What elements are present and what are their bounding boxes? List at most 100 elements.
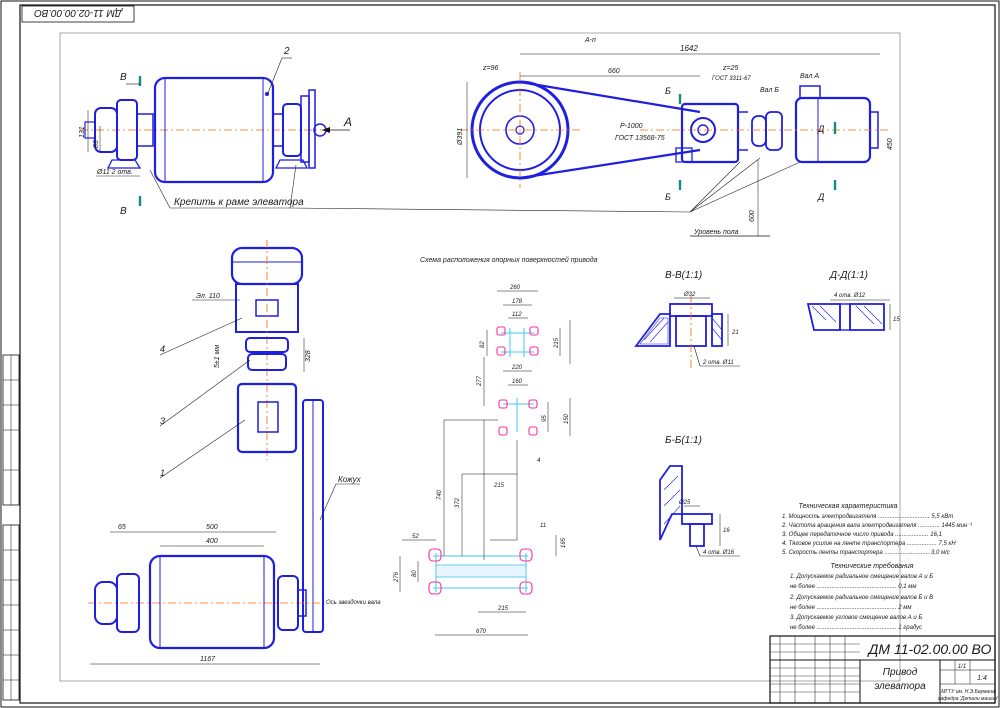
section-b-bottom: Б (665, 192, 671, 202)
title-name-line1: Привод (883, 667, 918, 678)
vv-dim-32: Ø32 (683, 292, 696, 298)
tech-req-line-1: 1. Допускаемое радиальное смещение валов… (790, 574, 933, 580)
bb-note: 4 отв. Ø16 (703, 550, 735, 556)
gost-top: ГОСТ 3311-67 (712, 76, 751, 82)
scheme-dim-372: 372 (455, 497, 461, 508)
item-1-label: 1 (160, 468, 165, 478)
z-big: z=96 (482, 65, 498, 72)
val-b: Вал Б (760, 87, 779, 94)
section-b-b: Б-Б(1:1) Ø25 16 4 отв. Ø16 (659, 435, 740, 557)
scheme-dim-276: 276 (394, 571, 400, 583)
plan-dim-328: 328 (305, 350, 312, 362)
scheme-dim-277: 277 (477, 375, 483, 387)
tech-char-line-5: 5. Скорость ленты транспортера .........… (782, 550, 950, 556)
support-scheme: Схема расположения опорных поверхностей … (394, 256, 598, 636)
tech-char-line-1: 1. Мощность электродвигателя ...........… (782, 514, 953, 520)
scheme-dim-215: 215 (554, 337, 560, 349)
item-3-label: 3 (160, 416, 165, 426)
frame-mount-note: Крепить к раме элеватора (174, 197, 304, 208)
guard-label: Кожух (338, 475, 362, 484)
scheme-dim-260: 260 (509, 285, 521, 291)
belt-label: Р-1000 (620, 123, 643, 130)
title-org-1: МГТУ им. Н.Э.Баумана (941, 689, 995, 695)
scheme-dim-4: 4 (537, 458, 541, 464)
scheme-dim-215c: 215 (497, 606, 509, 612)
section-v-v: В-В(1:1) Ø32 21 2 отв. Ø11 (634, 270, 740, 370)
dia-big: Ø391 (457, 128, 464, 146)
section-d-top: Д (817, 124, 825, 134)
side-view-drive: А-п 1642 660 z=96 Ø391 z=25 ГОСТ 3311-67… (457, 37, 894, 237)
scheme-dim-95: 95 (542, 415, 548, 422)
side-view-title: А-п (584, 37, 596, 44)
section-d-bottom: Д (817, 192, 825, 202)
scheme-dim-150: 150 (564, 413, 570, 424)
side-dim-450: 450 (887, 138, 894, 150)
scheme-title: Схема расположения опорных поверхностей … (420, 256, 598, 264)
motor-note: Эл. 110 (196, 293, 220, 300)
side-dim-660: 660 (608, 68, 620, 75)
side-dim-1642: 1642 (680, 44, 698, 53)
side-dim-600: 600 (749, 210, 756, 222)
scheme-dim-11: 11 (540, 523, 546, 529)
dd-note: 4 отв. Ø12 (834, 293, 866, 299)
floor-level-note: Уровень пола (693, 229, 739, 236)
scheme-dim-165: 165 (561, 537, 567, 548)
scheme-dim-178: 178 (512, 299, 523, 305)
top-view-drive: А В В 2 131 83 Ø11 2 отв. Крепить к раме… (79, 46, 691, 217)
top-dim-131: 131 (79, 126, 86, 138)
title-doc-code: ДМ 11-02.00.00 ВО (867, 641, 992, 657)
rotated-stamp-code: ДМ 11-02.00.00.ВО (34, 7, 123, 18)
view-arrow-a: А (343, 115, 352, 129)
section-mark-b-top: В (120, 72, 127, 83)
section-dd-title: Д-Д(1:1) (829, 270, 868, 281)
scheme-dim-82: 82 (480, 341, 486, 348)
chain-axis-note: Ось звездочки вала (326, 600, 381, 606)
scheme-dim-740: 740 (437, 489, 443, 500)
scheme-dim-52: 52 (412, 534, 419, 540)
section-mark-b-bottom: В (120, 206, 127, 217)
vv-note: 2 отв. Ø11 (702, 360, 734, 366)
title-sheet: 1/1 (958, 664, 966, 670)
scheme-dim-160: 160 (512, 379, 523, 385)
plan-dim-400: 400 (206, 538, 218, 545)
plan-dim-500: 500 (206, 524, 218, 531)
tech-req-line-2: не более ...............................… (790, 584, 917, 590)
coupling-note: 5±1 мм (214, 345, 221, 368)
reducer-plan (236, 382, 298, 454)
top-dim-83: 83 (93, 140, 100, 148)
title-org-2: кафедра 'Детали машин' (938, 696, 999, 702)
tech-req-line-4: не более ...............................… (790, 605, 912, 611)
tech-req-title: Технические требования (830, 562, 913, 570)
section-b-top: Б (665, 86, 671, 96)
scheme-dim-112: 112 (512, 312, 522, 318)
scheme-dim-215b: 215 (493, 483, 505, 489)
gear-reducer (680, 102, 740, 164)
title-name-line2: элеватора (874, 681, 926, 692)
bb-dim-25: Ø25 (678, 500, 691, 506)
tech-char-line-4: 4. Тяговое усилие на ленте транспортера … (782, 541, 956, 547)
scheme-dim-220: 220 (511, 365, 523, 371)
section-vv-title: В-В(1:1) (665, 270, 702, 281)
plan-view-drive: Кожух 4 3 1 Эл. 110 5±1 мм 328 Ось звезд… (88, 240, 381, 665)
item-4-label: 4 (160, 344, 165, 354)
scheme-dim-80: 80 (412, 570, 418, 577)
title-scale: 1:4 (977, 675, 987, 682)
left-side-stamps (2, 354, 20, 701)
tech-char-line-2: 2. Частота вращения вала электродвигател… (781, 523, 972, 529)
section-bb-title: Б-Б(1:1) (665, 435, 702, 446)
title-block: ДМ 11-02.00.00 ВО Привод элеватора 1:4 1… (769, 635, 999, 704)
scheme-dim-670: 670 (476, 629, 487, 635)
dd-dim-15: 15 (893, 317, 900, 323)
plan-dim-1167: 1167 (200, 656, 216, 663)
tech-req-line-3: 2. Допускаемое радиальное смещение валов… (789, 595, 933, 601)
rotated-stamp-box (21, 5, 135, 23)
tech-char-title: Техническая характеристика (798, 503, 897, 510)
tech-char-line-3: 3. Общее передаточное число привода ....… (782, 532, 942, 538)
tech-req-line-5: 3. Допускаемое угловое смещение валов А … (790, 615, 922, 621)
plan-dim-65: 65 (118, 524, 126, 531)
drum-plan (148, 554, 276, 650)
item-2-label: 2 (283, 46, 290, 57)
section-d-d: Д-Д(1:1) 4 отв. Ø12 15 (806, 270, 900, 331)
